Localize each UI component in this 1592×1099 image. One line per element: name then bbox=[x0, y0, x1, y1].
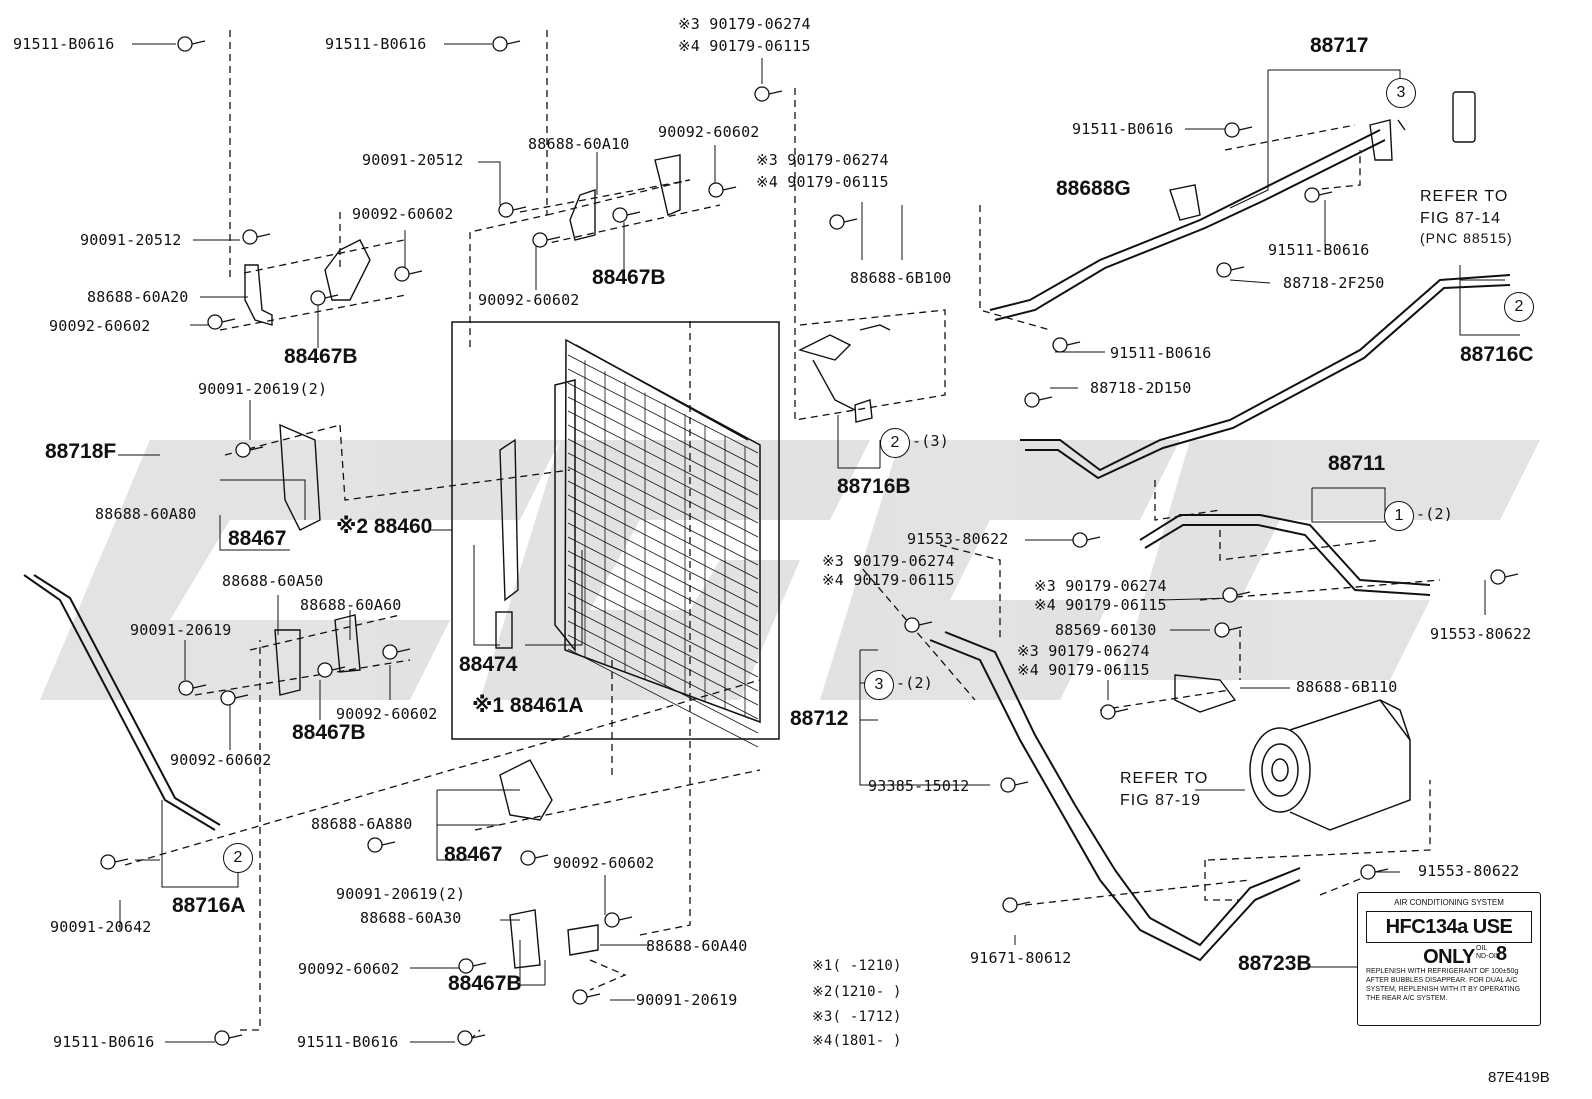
watermark-logo bbox=[40, 440, 1540, 700]
label-88688-60a40[interactable]: 88688-60A40 bbox=[646, 937, 748, 955]
label-90179-06115[interactable]: ※4 90179-06115 bbox=[756, 173, 889, 191]
label-90091-20619[interactable]: 90091-20619 bbox=[636, 991, 738, 1009]
footnote-2: ※2(1210- ) bbox=[812, 984, 902, 1000]
label-88716c[interactable]: 88716C bbox=[1460, 343, 1534, 366]
label-88467b[interactable]: 88467B bbox=[284, 345, 358, 368]
plate-main-text: HFC134a USE ONLY bbox=[1366, 911, 1532, 968]
label-90092-60602[interactable]: 90092-60602 bbox=[658, 123, 760, 141]
label-93385-15012[interactable]: 93385-15012 bbox=[868, 777, 970, 795]
label-90092-60602[interactable]: 90092-60602 bbox=[478, 291, 580, 309]
callout-suffix: -(2) bbox=[896, 674, 933, 692]
plate-instructions: REPLENISH WITH REFRIGERANT OF 100±50g AF… bbox=[1366, 968, 1521, 1002]
label-88717[interactable]: 88717 bbox=[1310, 34, 1369, 57]
plate-oil-number: 8 bbox=[1496, 943, 1508, 965]
label-90179-06115[interactable]: ※4 90179-06115 bbox=[822, 571, 955, 589]
label-90092-60602[interactable]: 90092-60602 bbox=[352, 205, 454, 223]
label-90179-06274[interactable]: ※3 90179-06274 bbox=[756, 151, 889, 169]
plate-title: AIR CONDITIONING SYSTEM bbox=[1394, 898, 1504, 907]
label-90091-20642[interactable]: 90091-20642 bbox=[50, 918, 152, 936]
label-88688-6a880[interactable]: 88688-6A880 bbox=[311, 815, 413, 833]
callout-circle: 2 bbox=[223, 843, 253, 873]
label-88688-60a30[interactable]: 88688-60A30 bbox=[360, 909, 462, 927]
label-88688g[interactable]: 88688G bbox=[1056, 177, 1131, 200]
label-90091-20512[interactable]: 90091-20512 bbox=[80, 231, 182, 249]
label-91553-80622[interactable]: 91553-80622 bbox=[907, 530, 1009, 548]
label-91511-b0616[interactable]: 91511-B0616 bbox=[297, 1033, 399, 1051]
footnote-4: ※4(1801- ) bbox=[812, 1033, 902, 1049]
label-90091-20619-2[interactable]: 90091-20619(2) bbox=[336, 885, 466, 903]
callout-circle: 3 bbox=[1386, 78, 1416, 108]
label-88688-6b100[interactable]: 88688-6B100 bbox=[850, 269, 952, 287]
label-90092-60602[interactable]: 90092-60602 bbox=[298, 960, 400, 978]
label-91553-80622[interactable]: 91553-80622 bbox=[1430, 625, 1532, 643]
label-90179-06115[interactable]: ※4 90179-06115 bbox=[678, 37, 811, 55]
label-88718-2f250[interactable]: 88718-2F250 bbox=[1283, 274, 1385, 292]
refer-fig-text[interactable]: FIG 87-19 bbox=[1120, 792, 1202, 809]
footnote-3: ※3( -1712) bbox=[812, 1009, 902, 1025]
label-88716a[interactable]: 88716A bbox=[172, 894, 246, 917]
label-90091-20619-2[interactable]: 90091-20619(2) bbox=[198, 380, 328, 398]
label-88467b[interactable]: 88467B bbox=[592, 266, 666, 289]
label-90092-60602[interactable]: 90092-60602 bbox=[170, 751, 272, 769]
label-88712[interactable]: 88712 bbox=[790, 707, 849, 730]
label-90092-60602[interactable]: 90092-60602 bbox=[49, 317, 151, 335]
callout-circle: 3 bbox=[864, 670, 894, 700]
refrigerant-label-plate: AIR CONDITIONING SYSTEM HFC134a USE ONLY… bbox=[1357, 892, 1541, 1026]
label-91553-80622[interactable]: 91553-80622 bbox=[1418, 862, 1520, 880]
label-88723b[interactable]: 88723B bbox=[1238, 952, 1312, 975]
callout-circle: 2 bbox=[880, 428, 910, 458]
label-88716b[interactable]: 88716B bbox=[837, 475, 911, 498]
label-91511-b0616[interactable]: 91511-B0616 bbox=[1110, 344, 1212, 362]
label-88467[interactable]: 88467 bbox=[228, 527, 287, 550]
label-88467[interactable]: 88467 bbox=[444, 843, 503, 866]
label-90179-06274[interactable]: ※3 90179-06274 bbox=[1017, 642, 1150, 660]
refer-to-text: REFER TO bbox=[1420, 188, 1509, 205]
label-88718f[interactable]: 88718F bbox=[45, 440, 117, 463]
label-91511-b0616[interactable]: 91511-B0616 bbox=[13, 35, 115, 53]
label-88688-60a80[interactable]: 88688-60A80 bbox=[95, 505, 197, 523]
label-90179-06274[interactable]: ※3 90179-06274 bbox=[1034, 577, 1167, 595]
label-91511-b0616[interactable]: 91511-B0616 bbox=[1072, 120, 1174, 138]
diagram-code: 87E419B bbox=[1488, 1069, 1550, 1086]
label-88461a[interactable]: ※1 88461A bbox=[472, 694, 584, 717]
label-90179-06274[interactable]: ※3 90179-06274 bbox=[822, 552, 955, 570]
label-90179-06115[interactable]: ※4 90179-06115 bbox=[1017, 661, 1150, 679]
label-88474[interactable]: 88474 bbox=[459, 653, 518, 676]
label-88688-60a20[interactable]: 88688-60A20 bbox=[87, 288, 189, 306]
label-90092-60602[interactable]: 90092-60602 bbox=[553, 854, 655, 872]
label-90179-06115[interactable]: ※4 90179-06115 bbox=[1034, 596, 1167, 614]
label-88688-6b110[interactable]: 88688-6B110 bbox=[1296, 678, 1398, 696]
label-91511-b0616[interactable]: 91511-B0616 bbox=[1268, 241, 1370, 259]
footnote-1: ※1( -1210) bbox=[812, 958, 902, 974]
label-90091-20512[interactable]: 90091-20512 bbox=[362, 151, 464, 169]
callout-circle: 2 bbox=[1504, 292, 1534, 322]
label-88569-60130[interactable]: 88569-60130 bbox=[1055, 621, 1157, 639]
label-91511-b0616[interactable]: 91511-B0616 bbox=[53, 1033, 155, 1051]
label-88688-60a50[interactable]: 88688-60A50 bbox=[222, 572, 324, 590]
label-88711[interactable]: 88711 bbox=[1328, 452, 1386, 475]
callout-circle: 1 bbox=[1384, 501, 1414, 531]
plate-oil-text: OIL ND-OIL bbox=[1476, 945, 1500, 960]
label-88467b[interactable]: 88467B bbox=[292, 721, 366, 744]
callout-suffix: -(3) bbox=[912, 432, 949, 450]
refer-fig-text[interactable]: FIG 87-14 bbox=[1420, 210, 1502, 227]
callout-suffix: -(2) bbox=[1416, 505, 1453, 523]
label-88688-60a10[interactable]: 88688-60A10 bbox=[528, 135, 630, 153]
label-88460[interactable]: ※2 88460 bbox=[336, 515, 433, 538]
refer-pnc-text: (PNC 88515) bbox=[1420, 230, 1513, 246]
compressor bbox=[1249, 699, 1411, 831]
label-91671-80612[interactable]: 91671-80612 bbox=[970, 949, 1072, 967]
label-90179-06274[interactable]: ※3 90179-06274 bbox=[678, 15, 811, 33]
label-90091-20619[interactable]: 90091-20619 bbox=[130, 621, 232, 639]
label-88467b[interactable]: 88467B bbox=[448, 972, 522, 995]
label-88718-2d150[interactable]: 88718-2D150 bbox=[1090, 379, 1192, 397]
label-88688-60a60[interactable]: 88688-60A60 bbox=[300, 596, 402, 614]
label-91511-b0616[interactable]: 91511-B0616 bbox=[325, 35, 427, 53]
refer-to-text: REFER TO bbox=[1120, 770, 1209, 787]
label-90092-60602[interactable]: 90092-60602 bbox=[336, 705, 438, 723]
